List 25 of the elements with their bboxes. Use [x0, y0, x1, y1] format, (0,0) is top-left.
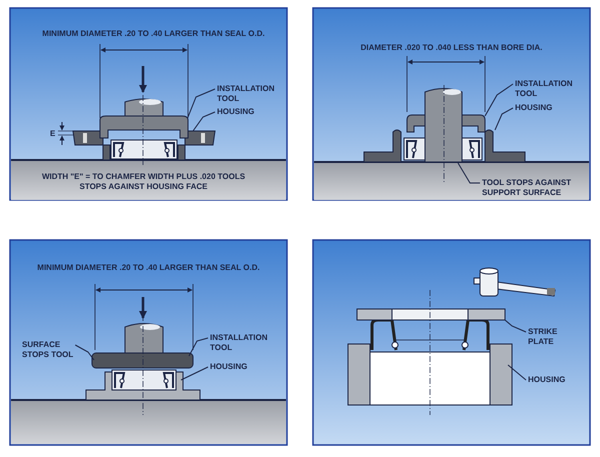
callout-text: INSTALLATION TOOL: [210, 333, 270, 353]
callout-text: STRIKE PLATE: [528, 327, 578, 347]
callout-text: HOUSING: [217, 107, 277, 117]
leader-line: [458, 162, 480, 184]
callout-text: INSTALLATION TOOL: [515, 79, 575, 99]
callout-text: TOOL STOPS AGAINST SUPPORT SURFACE: [482, 178, 572, 198]
callout-text: HOUSING: [528, 375, 588, 385]
leader-line: [188, 338, 208, 356]
leader-line: [192, 112, 216, 132]
dimension-note: MINIMUM DIAMETER .20 TO .40 LARGER THAN SEAL O.D.: [41, 29, 266, 39]
callout-text: HOUSING: [210, 362, 270, 372]
leader-line: [188, 88, 216, 118]
dimension-note: MINIMUM DIAMETER .20 TO .40 LARGER THAN SEAL O.D.: [36, 263, 261, 273]
callout-text: INSTALLATION TOOL: [217, 84, 277, 104]
leader-line: [508, 364, 526, 380]
callout-text: SURFACE STOPS TOOL: [22, 340, 82, 360]
leader-line: [180, 366, 208, 380]
note: WIDTH "E" = TO CHAMFER WIDTH PLUS .020 TOOLS STOPS AGAINST HOUSING FACE: [40, 172, 246, 192]
leader-line: [494, 108, 514, 130]
dimension-label: E: [50, 129, 56, 139]
callout-text: HOUSING: [515, 103, 575, 113]
dimension-note: DIAMETER .020 TO .040 LESS THAN BORE DIA.: [360, 43, 544, 53]
leader-line: [74, 344, 94, 360]
leader-line: [484, 84, 514, 116]
leader-line: [504, 320, 526, 332]
